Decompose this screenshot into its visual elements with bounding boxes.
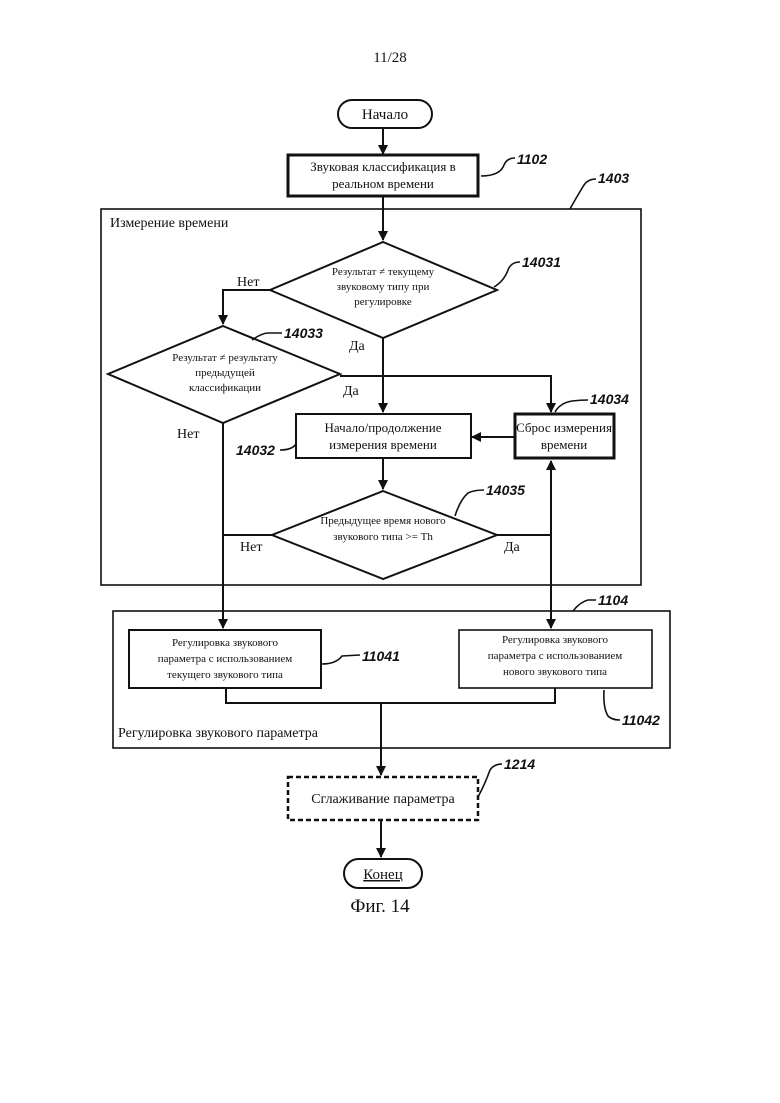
decision3-label-line1: Предыдущее время нового bbox=[320, 515, 446, 527]
ref-11042: 11042 bbox=[622, 712, 660, 728]
classification-label-line1: Звуковая классификация в bbox=[310, 159, 455, 174]
decision1-label-line1: Результат ≠ текущему bbox=[332, 266, 435, 278]
edge-label-d1-no: Нет bbox=[237, 275, 259, 290]
adjust-current-label-line3: текущего звукового типа bbox=[167, 669, 283, 681]
leader-1102 bbox=[481, 158, 515, 176]
ref-14033: 14033 bbox=[284, 325, 323, 341]
leader-1214 bbox=[478, 764, 502, 797]
reset-label-line2: времени bbox=[541, 437, 587, 452]
classification-label-line2: реальном времени bbox=[332, 176, 434, 191]
ref-14031: 14031 bbox=[522, 254, 561, 270]
decision1-label-line2: звуковому типу при bbox=[337, 281, 430, 293]
edge-label-d2-yes: Да bbox=[343, 384, 360, 399]
decision1-label-line3: регулировке bbox=[354, 296, 412, 308]
ref-14032: 14032 bbox=[236, 442, 275, 458]
figure-caption: Фиг. 14 bbox=[350, 896, 410, 917]
adjust-current-label-line2: параметра с использованием bbox=[158, 653, 293, 665]
timing-group-label: Измерение времени bbox=[110, 216, 229, 231]
edge-label-d2-no: Нет bbox=[177, 427, 199, 442]
ref-1102: 1102 bbox=[517, 151, 547, 167]
start-timing-label-line1: Начало/продолжение bbox=[325, 420, 442, 435]
ref-1104: 1104 bbox=[598, 592, 628, 608]
leader-1104 bbox=[573, 600, 596, 611]
end-label: Конец bbox=[363, 867, 402, 883]
start-timing-label-line2: измерения времени bbox=[329, 437, 437, 452]
decision2-label-line1: Результат ≠ результату bbox=[172, 352, 278, 364]
decision2-label-line3: классификации bbox=[189, 382, 261, 394]
smoothing-label: Сглаживание параметра bbox=[311, 792, 455, 807]
reset-label-line1: Сброс измерения bbox=[516, 420, 612, 435]
edge-label-d3-yes: Да bbox=[504, 540, 521, 555]
ref-11041: 11041 bbox=[362, 648, 400, 664]
ref-1403: 1403 bbox=[598, 170, 629, 186]
start-label: Начало bbox=[362, 107, 408, 123]
edge-label-d1-yes: Да bbox=[349, 339, 366, 354]
adjust-new-label-line3: нового звукового типа bbox=[503, 666, 607, 678]
decision3-label-line2: звукового типа >= Th bbox=[333, 531, 433, 543]
adjustment-group-label: Регулировка звукового параметра bbox=[118, 726, 319, 741]
ref-14034: 14034 bbox=[590, 391, 629, 407]
ref-1214: 1214 bbox=[504, 756, 535, 772]
leader-1403 bbox=[570, 179, 596, 209]
adjust-new-label-line2: параметра с использованием bbox=[488, 650, 623, 662]
adjust-current-label-line1: Регулировка звукового bbox=[172, 637, 279, 649]
page-number: 11/28 bbox=[373, 50, 407, 66]
edge-label-d3-no: Нет bbox=[240, 540, 262, 555]
decision2-label-line2: предыдущей bbox=[195, 367, 255, 379]
adjust-new-label-line1: Регулировка звукового bbox=[502, 634, 609, 646]
ref-14035: 14035 bbox=[486, 482, 525, 498]
